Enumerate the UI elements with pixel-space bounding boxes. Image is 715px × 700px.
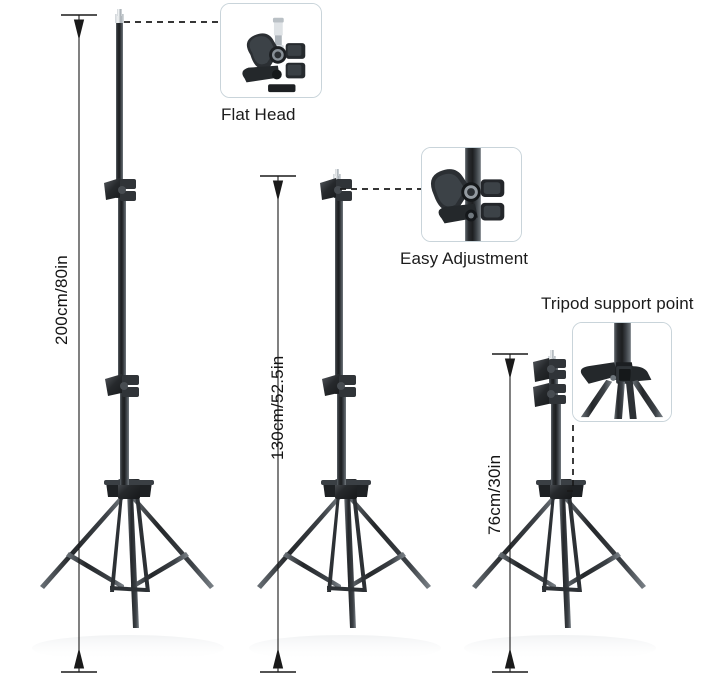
- callout-easy-adjustment-box: [421, 147, 522, 242]
- dimension-label-200cm: 200cm/80in: [52, 255, 71, 345]
- dimension-label-76cm: 76cm/30in: [485, 454, 504, 535]
- stand-2-clamp-lower: [322, 374, 356, 397]
- flat-head-photo: [221, 4, 321, 97]
- stand-3-hub: [536, 479, 586, 499]
- stand-1-legs: [40, 492, 214, 628]
- stand-3-clamp-lower: [533, 383, 566, 407]
- stand-2-column: [333, 169, 346, 485]
- stand-3-column: [548, 350, 561, 485]
- callout-tripod-support-box: [572, 322, 672, 422]
- callout-tripod-support-label: Tripod support point: [541, 294, 694, 313]
- stand-1-clamp-upper: [104, 178, 136, 201]
- easy-adjustment-photo: [422, 148, 521, 241]
- dimension-label-130cm: 130cm/52.5in: [268, 355, 287, 460]
- stand-1-hub: [104, 479, 154, 499]
- stand-2-clamp-upper: [320, 178, 352, 201]
- callout-easy-adjustment-label: Easy Adjustment: [400, 249, 529, 268]
- stand-1-clamp-lower: [105, 374, 139, 397]
- tripod-support-photo: [573, 323, 671, 421]
- stand-2-legs: [257, 492, 431, 628]
- stand-2-hub: [321, 479, 371, 499]
- stand-3-clamp-upper: [533, 358, 566, 382]
- callout-flat-head-box: [220, 3, 322, 98]
- stand-1-column: [115, 9, 129, 485]
- callout-flat-head-label: Flat Head: [221, 105, 296, 124]
- leader-tripod-support: [567, 425, 574, 492]
